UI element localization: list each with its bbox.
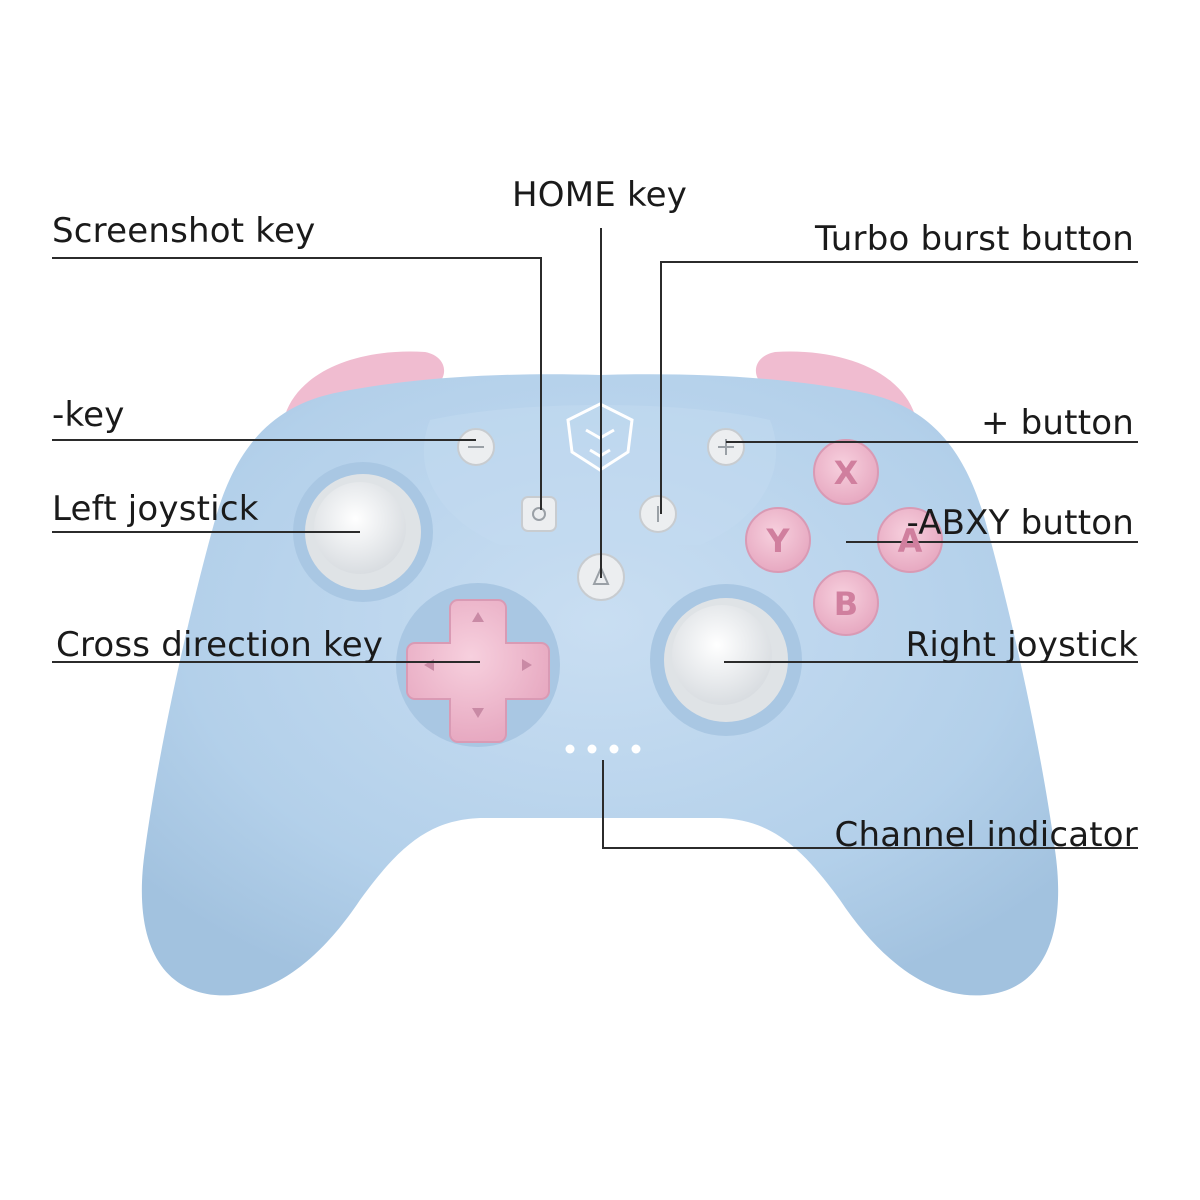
dpad-right-arrow [522, 659, 532, 671]
left-joystick [314, 482, 406, 574]
label-left-joystick: Left joystick [52, 489, 259, 529]
dpad-up-arrow [472, 612, 484, 622]
button-b-label: B [834, 585, 858, 623]
leader-turbo [660, 261, 1138, 514]
abxy-buttons [745, 439, 943, 636]
leader-lines [52, 228, 1138, 849]
label-home-key: HOME key [512, 175, 688, 215]
label-channel-indicator: Channel indicator [834, 815, 1138, 855]
right-joystick [672, 605, 772, 705]
label-minus-key: -key [52, 395, 125, 435]
leader-channel [602, 760, 1138, 849]
button-a-label: A [898, 522, 923, 560]
screenshot-key [521, 496, 557, 532]
button-x-label: X [834, 454, 859, 492]
label-turbo-burst-button: Turbo burst button [814, 219, 1134, 259]
dpad-down-arrow [472, 708, 484, 718]
label-cross-direction-key: Cross direction key [56, 625, 384, 665]
label-plus-button: + button [980, 403, 1134, 443]
channel-indicator [565, 744, 641, 754]
cross-direction-key [406, 599, 550, 743]
label-screenshot-key: Screenshot key [52, 211, 316, 251]
leader-screenshot [52, 257, 542, 510]
button-y-label: Y [765, 522, 790, 560]
label-abxy-button: -ABXY button [906, 503, 1134, 543]
label-right-joystick: Right joystick [905, 625, 1138, 665]
